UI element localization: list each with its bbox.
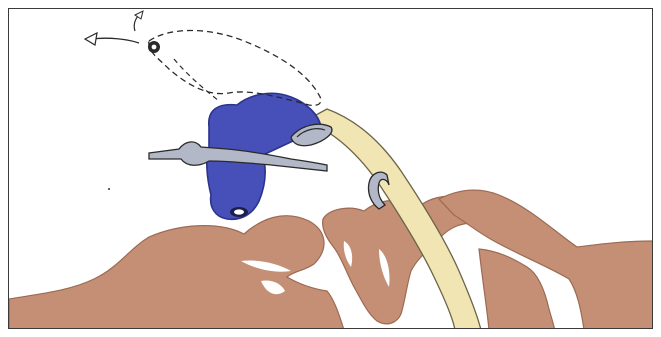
anatomy — [9, 190, 653, 329]
illustration — [9, 9, 653, 329]
dashed-outline — [149, 31, 321, 106]
arrow-shaft — [91, 38, 139, 43]
eye-icon — [230, 207, 248, 217]
arrow-icon — [85, 33, 97, 45]
figure-frame — [8, 8, 653, 329]
motion-path — [85, 11, 321, 105]
tissue-mass-left — [9, 216, 344, 329]
speck-mark — [108, 188, 110, 190]
dashed-outline-inner — [174, 59, 219, 101]
